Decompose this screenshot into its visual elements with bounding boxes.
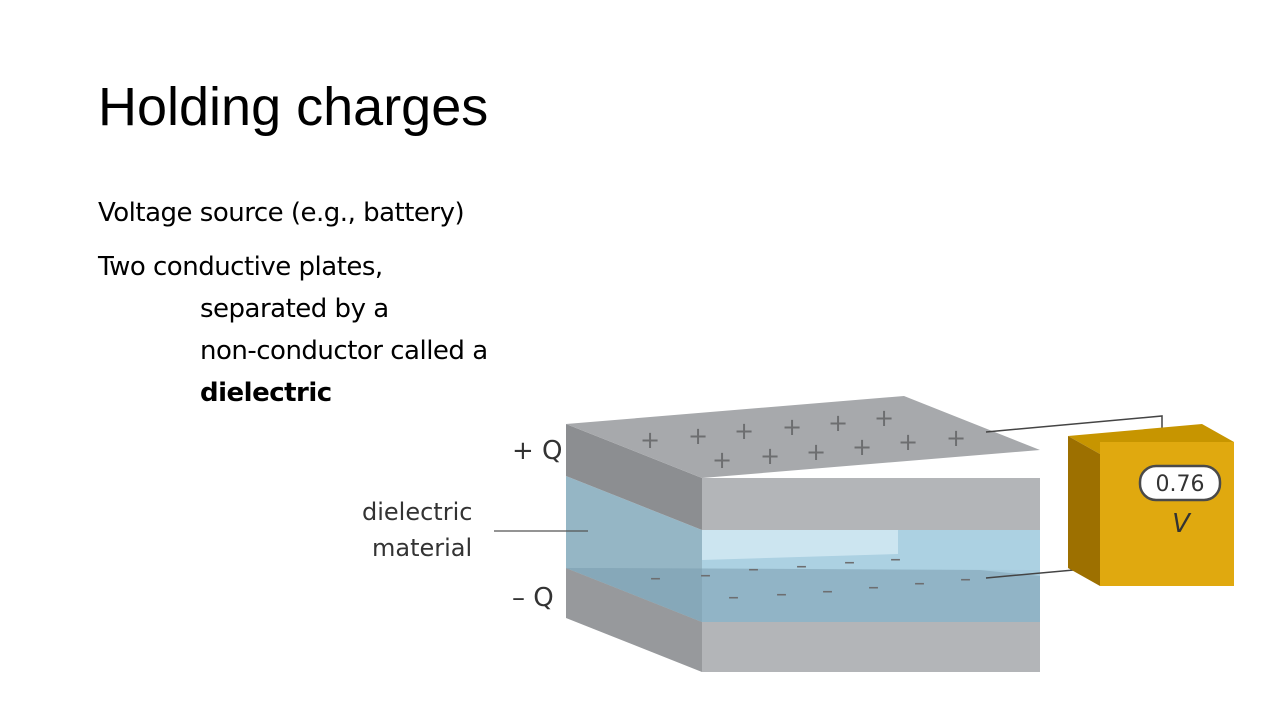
label-minus-q: – Q [512,583,554,613]
svg-text:–: – [960,567,971,592]
svg-text:–: – [868,575,879,600]
svg-text:–: – [890,547,901,572]
svg-text:+: + [806,438,826,466]
label-material: material [372,534,472,562]
bullet-voltage-source: Voltage source (e.g., battery) [98,198,465,228]
negative-charges: – – – – – – – – – – – – [650,547,971,610]
svg-text:–: – [914,571,925,596]
svg-text:–: – [700,563,711,588]
svg-text:+: + [734,417,754,445]
svg-text:+: + [874,404,894,432]
svg-text:+: + [760,442,780,470]
positive-charges: + + + + + + + + + + + + [640,404,966,474]
sub-line-non-conductor: non-conductor called a [200,336,488,366]
svg-text:–: – [776,582,787,607]
svg-text:–: – [822,579,833,604]
label-plus-q: + Q [512,436,563,466]
voltmeter-display [1138,464,1222,502]
svg-text:+: + [828,409,848,437]
voltmeter-unit: V [1172,509,1192,539]
bullet-conductive-plates: Two conductive plates, [98,252,383,282]
voltmeter: 0.76 V [1068,424,1234,586]
sub-line-dielectric: dielectric [200,378,332,408]
voltmeter-reading: 0.76 [1156,472,1205,497]
svg-text:–: – [748,557,759,582]
top-plate [566,396,1040,530]
svg-text:+: + [782,413,802,441]
svg-text:+: + [640,426,660,454]
svg-text:+: + [852,433,872,461]
svg-text:+: + [712,446,732,474]
svg-text:+: + [688,422,708,450]
svg-text:–: – [796,554,807,579]
svg-text:–: – [844,550,855,575]
slide-title: Holding charges [98,77,489,137]
svg-text:+: + [946,424,966,452]
label-dielectric: dielectric [362,498,472,526]
dielectric-slab [566,476,1040,622]
sub-line-separated: separated by a [200,294,389,324]
svg-text:–: – [728,585,739,610]
svg-text:–: – [650,566,661,591]
svg-text:+: + [898,428,918,456]
